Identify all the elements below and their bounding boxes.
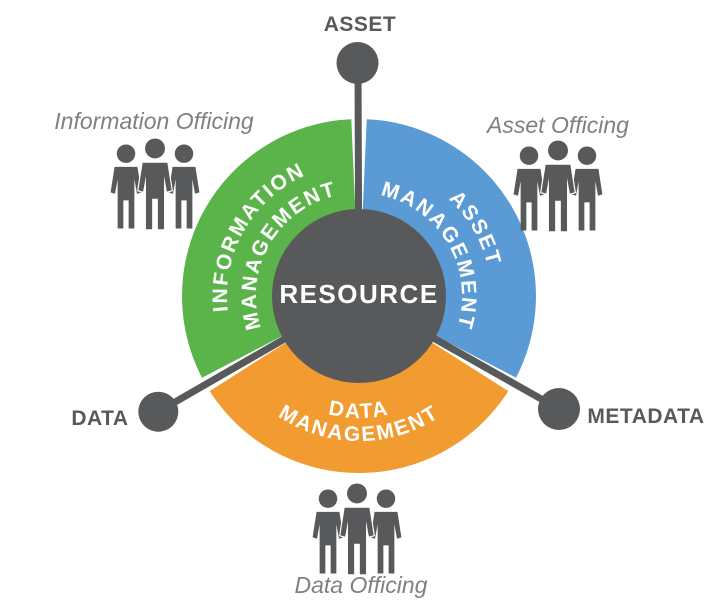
data-node-circle	[138, 391, 179, 432]
asset-officing-label: Asset Officing	[485, 112, 629, 138]
data-node-label: DATA	[71, 407, 128, 430]
segment-asset-management	[362, 119, 536, 378]
three-people-icon	[513, 139, 603, 233]
data-officing-label: Data Officing	[295, 572, 428, 598]
asset-node-label: ASSET	[324, 13, 397, 36]
segment-label-data: DATA	[327, 397, 391, 424]
three-people-icon	[110, 137, 200, 231]
metadata-node-circle	[538, 388, 580, 430]
asset-node-circle	[336, 42, 379, 84]
resource-hub-circle	[272, 209, 446, 383]
segment-information-management	[182, 119, 356, 378]
metadata-node-label: METADATA	[587, 405, 704, 428]
three-people-icon	[312, 482, 402, 576]
resource-label: RESOURCE	[279, 279, 438, 309]
information-officing-label: Information Officing	[54, 108, 254, 134]
segment-data-management	[209, 341, 509, 474]
